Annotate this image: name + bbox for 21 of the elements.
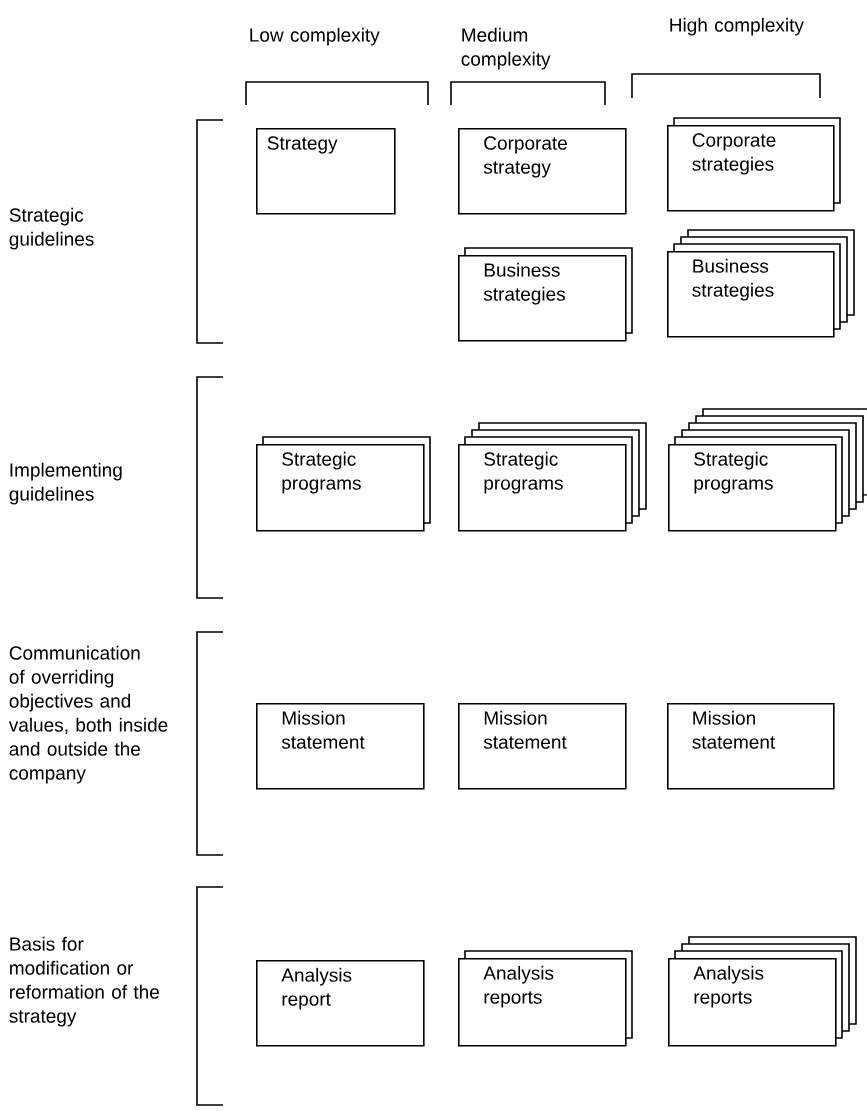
column-heading: High complexity <box>670 17 804 36</box>
stacked-document-box: Strategic programs <box>256 436 431 532</box>
document-box: Analysis report <box>256 960 425 1047</box>
stacked-document-box: Analysis reports <box>458 950 633 1047</box>
row-label: Implementing guidelines <box>9 462 122 505</box>
document-box: Mission statement <box>256 703 425 790</box>
document-box: Corporate strategy <box>458 128 627 215</box>
stacked-document-box: Business strategies <box>458 247 633 342</box>
column-heading: Medium complexity <box>461 27 551 70</box>
document-box: Mission statement <box>458 703 627 790</box>
stacked-document-box: Business strategies <box>667 229 855 338</box>
stacked-document-box: Strategic programs <box>668 408 867 532</box>
stacked-document-box: Strategic programs <box>458 422 647 532</box>
stacked-document-box: Corporate strategies <box>667 117 841 212</box>
stacked-document-box: Analysis reports <box>668 936 857 1047</box>
document-box: Mission statement <box>667 703 835 790</box>
column-heading: Low complexity <box>250 27 380 46</box>
document-box: Strategy <box>256 128 396 215</box>
row-label: Communication of overriding objectives and values, both inside and outside the company <box>8 645 168 784</box>
row-label: Basis for modification or reformation of the strategy <box>9 936 159 1027</box>
row-label: Strategic guidelines <box>9 207 94 250</box>
